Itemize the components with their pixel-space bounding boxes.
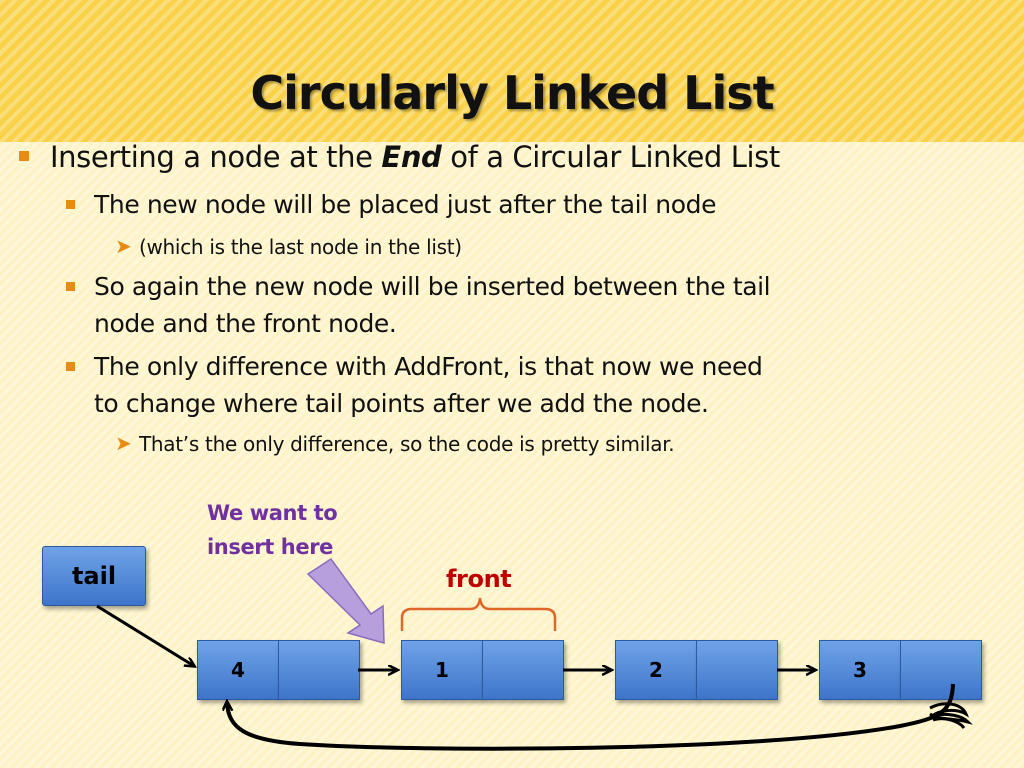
insert-annotation: We want to insert here xyxy=(207,496,338,564)
bullet-marker xyxy=(66,200,75,209)
insert-annotation-line2: insert here xyxy=(207,535,333,559)
node-3-next-cell xyxy=(900,640,982,700)
bullet-level3: (which is the last node in the list) xyxy=(139,235,462,259)
node-4-value-cell: 4 xyxy=(197,640,279,700)
slide-title: Circularly Linked List xyxy=(250,66,774,120)
bullet-level2: So again the new node will be inserted b… xyxy=(94,272,771,301)
bullet-text-suffix: of a Circular Linked List xyxy=(441,140,780,174)
node-4-next-cell xyxy=(278,640,360,700)
node-3-value-cell: 3 xyxy=(819,640,901,700)
arrow-bullet-icon: ➤ xyxy=(115,431,132,455)
bullet-level2: The new node will be placed just after t… xyxy=(94,190,717,219)
bullet-text-emphasis: End xyxy=(381,140,442,174)
bullet-level3: That’s the only difference, so the code … xyxy=(139,432,675,456)
node-2-next-cell xyxy=(696,640,778,700)
insert-pointer-arrow-icon xyxy=(306,557,385,644)
node-1-next-cell xyxy=(482,640,564,700)
bullet-marker xyxy=(66,362,75,371)
bullet-level2: The only difference with AddFront, is th… xyxy=(94,352,763,381)
scribble-icon xyxy=(929,702,973,729)
tail-pointer-box: tail xyxy=(42,546,146,606)
bullet-level2-continued: node and the front node. xyxy=(94,309,397,338)
front-brace xyxy=(400,597,557,631)
front-label: front xyxy=(446,565,512,593)
node-1-value-cell: 1 xyxy=(401,640,483,700)
bullet-level2-continued: to change where tail points after we add… xyxy=(94,389,709,418)
arrow-bullet-icon: ➤ xyxy=(115,234,132,258)
bullet-marker xyxy=(19,151,29,161)
bullet-text-prefix: Inserting a node at the xyxy=(50,140,382,174)
bullet-level1: Inserting a node at the End of a Circula… xyxy=(50,140,780,174)
insert-annotation-line1: We want to xyxy=(207,501,338,525)
circular-back-arrow xyxy=(227,683,955,751)
title-band xyxy=(0,0,1024,142)
tail-to-node-arrow xyxy=(96,604,194,666)
bullet-marker xyxy=(66,282,75,291)
